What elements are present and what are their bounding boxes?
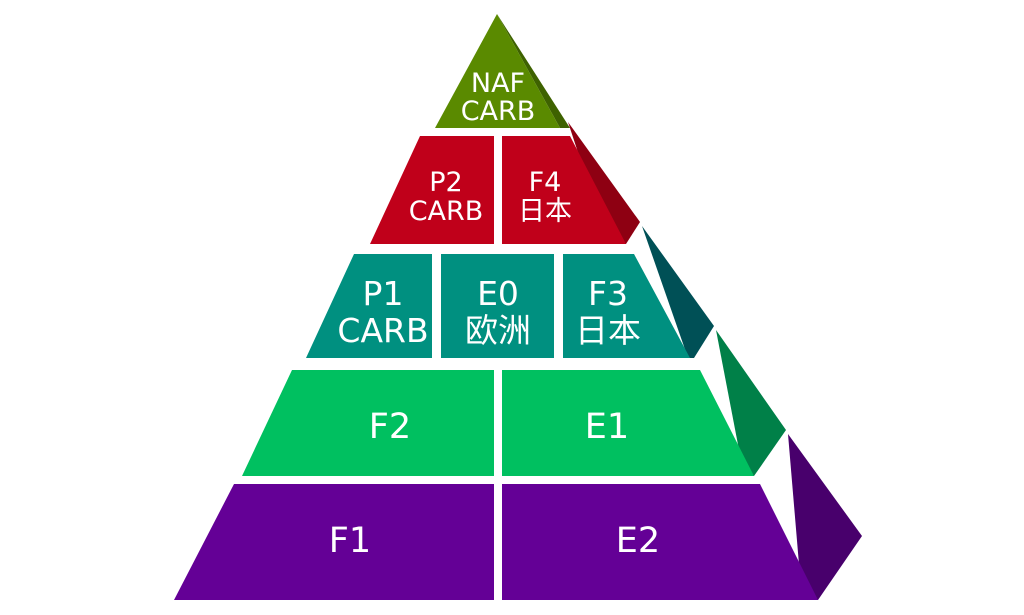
- cell-f3-line1: F3: [588, 274, 628, 313]
- tier-top-face: [435, 14, 560, 128]
- cell-p1-face: [306, 254, 432, 358]
- cell-e0-line2: 欧洲: [465, 311, 531, 350]
- tier-row2: P2 CARB F4 日本: [370, 122, 640, 244]
- tier-row5: F1 E2: [174, 434, 862, 600]
- cell-f2-label: F2: [369, 407, 411, 447]
- cell-f4-line2: 日本: [518, 196, 572, 227]
- cell-p2-face: [370, 136, 494, 244]
- cell-p1-line2: CARB: [337, 311, 428, 350]
- cell-e1-label: E1: [585, 407, 629, 447]
- tier-top: NAF CARB: [435, 14, 570, 128]
- cell-f1-label: F1: [329, 521, 371, 561]
- cell-e2-face: [502, 484, 818, 600]
- cell-f1-face: [174, 484, 494, 600]
- tier-row3: P1 CARB E0 欧洲 F3 日本: [306, 226, 714, 358]
- cell-f3-face: [563, 254, 690, 358]
- cell-p2-line1: P2: [429, 167, 462, 198]
- tier-row4: F2 E1: [242, 330, 786, 476]
- tier-top-line2: CARB: [461, 96, 536, 127]
- cell-f4-line1: F4: [529, 167, 562, 198]
- cell-e1-face: [502, 370, 754, 476]
- cell-e0-face: [441, 254, 554, 358]
- cell-e2-label: E2: [616, 521, 660, 561]
- cell-p2-line2: CARB: [409, 196, 484, 227]
- cell-f3-line2: 日本: [575, 311, 641, 350]
- tier-row2-side: [568, 122, 640, 244]
- cell-f2-face: [242, 370, 494, 476]
- tier-top-side: [497, 14, 570, 128]
- tier-row3-side: [642, 226, 714, 358]
- cell-e0-line1: E0: [477, 274, 519, 313]
- tier-top-line1: NAF: [471, 68, 525, 99]
- tier-row5-side: [788, 434, 862, 600]
- cell-p1-line1: P1: [363, 274, 404, 313]
- cell-f4-face: [502, 136, 626, 244]
- tier-row4-side: [716, 330, 786, 476]
